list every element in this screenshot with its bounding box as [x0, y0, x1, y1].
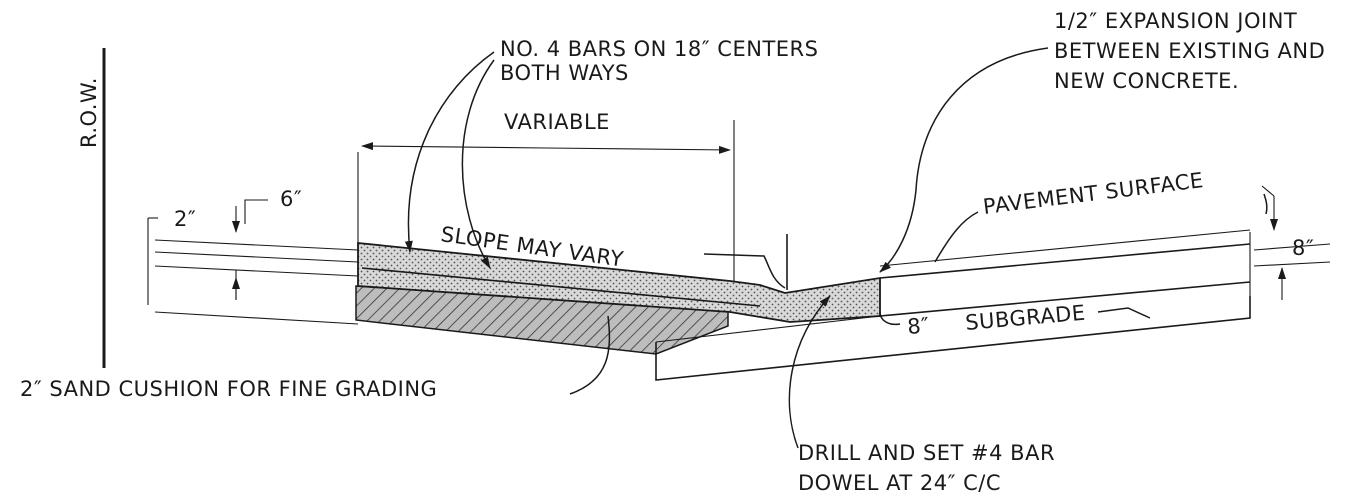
subgrade-top	[655, 315, 881, 343]
bars-label-line2: BOTH WAYS	[500, 61, 629, 85]
dim-8in-right	[1261, 185, 1286, 300]
pavement-surface-end	[1263, 193, 1268, 215]
drill-label-line1: DRILL AND SET #4 BAR	[798, 441, 1055, 465]
subgrade-label: SUBGRADE	[964, 301, 1086, 335]
variable-dimension	[357, 120, 735, 282]
dim-2in-label: 2″	[174, 207, 196, 231]
expansion-leader	[879, 47, 1049, 273]
pavement-surface-leader	[934, 211, 979, 263]
drill-leader	[788, 295, 831, 449]
expansion-label-line2: BETWEEN EXISTING AND	[1054, 39, 1325, 63]
sand-cushion-label: 2″ SAND CUSHION FOR FINE GRADING	[20, 377, 437, 401]
dim-6in-label: 6″	[280, 187, 302, 211]
bars-leader-2	[461, 59, 495, 269]
pavement-surface-label: PAVEMENT SURFACE	[982, 168, 1205, 219]
drill-label-line2: DOWEL AT 24″ C/C	[798, 471, 1001, 495]
sand-cushion-leader	[569, 315, 611, 395]
subgrade-leader-right	[1097, 307, 1151, 319]
dim-6in-bracket	[244, 199, 268, 224]
dim-8in-label: 8″	[906, 313, 930, 339]
existing-pavement	[879, 229, 1331, 317]
variable-label: VARIABLE	[504, 110, 610, 134]
expansion-label-line3: NEW CONCRETE.	[1054, 69, 1239, 93]
subgrade-leader-left	[879, 311, 901, 326]
slope-leader	[703, 253, 786, 289]
row-label: R.O.W.	[77, 77, 101, 148]
reinforcing-bar-line	[361, 267, 761, 307]
expansion-label-line1: 1/2″ EXPANSION JOINT	[1054, 9, 1297, 33]
existing-sidewalk	[154, 239, 359, 325]
bars-leader-1	[404, 51, 495, 253]
dim-6in-left	[147, 206, 240, 305]
bars-label-line1: NO. 4 BARS ON 18″ CENTERS	[500, 37, 818, 61]
subgrade-base	[655, 296, 1251, 381]
dim-8in-right-label: 8″	[1292, 236, 1314, 260]
